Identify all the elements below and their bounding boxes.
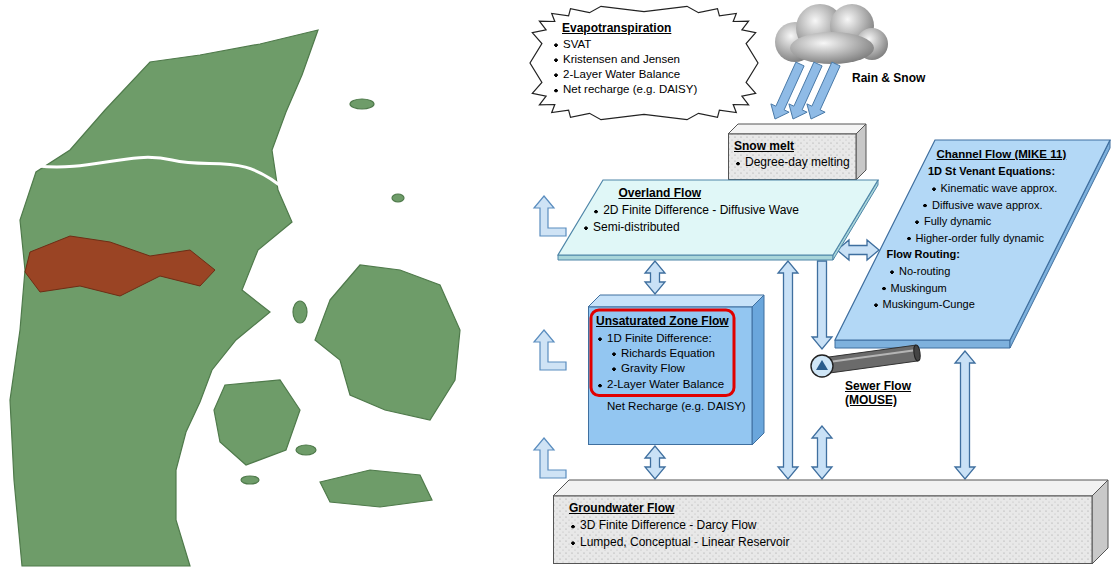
box-front-face xyxy=(729,134,857,180)
flow-arrow xyxy=(645,261,665,294)
flow-arrow xyxy=(645,446,665,479)
bullet-item: 1D Finite Difference: xyxy=(596,332,712,345)
box-top-face xyxy=(588,295,764,307)
node-heading: Groundwater Flow xyxy=(569,502,674,516)
node-heading: Sewer Flow (MOUSE) xyxy=(845,380,925,408)
bullet-item: No-routing xyxy=(888,265,950,278)
island xyxy=(296,445,316,455)
lolland-falster xyxy=(320,470,432,507)
unsaturated-zone-box: Unsaturated Zone Flow 1D Finite Differenc… xyxy=(588,295,764,445)
bullet-item: Net recharge (e.g. DAISY) xyxy=(552,83,697,96)
bullet-item: 2D Finite Difference - Diffusive Wave xyxy=(592,204,799,218)
channel-flow-plate: Channel Flow (MIKE 11) 1D St Venant Equat… xyxy=(835,140,1110,350)
pump-arrow xyxy=(816,360,828,370)
island xyxy=(392,194,404,202)
pump-symbol xyxy=(811,355,833,377)
funen xyxy=(214,380,300,465)
sewer-pipe: Sewer Flow (MOUSE) xyxy=(805,350,930,425)
et-arrow xyxy=(534,438,566,478)
flow-arrow xyxy=(955,351,975,479)
node-heading: Evapotranspiration xyxy=(562,22,671,36)
node-heading: Snow melt xyxy=(734,140,794,154)
bullet-item: Semi-distributed xyxy=(582,221,680,235)
node-heading: Channel Flow (MIKE 11) xyxy=(937,148,1067,161)
box-side-face xyxy=(1092,480,1108,564)
snow-melt-box: Snow meltDegree-day melting xyxy=(728,124,866,180)
plate-edge xyxy=(558,255,833,260)
overland-flow-plate: Overland Flow 2D Finite Difference - Diff… xyxy=(558,180,878,260)
bullet-item: 3D Finite Difference - Darcy Flow xyxy=(569,519,757,533)
plate-edge xyxy=(835,340,1010,348)
bullet-item: Fully dynamic xyxy=(913,215,991,228)
pipe-end xyxy=(913,345,921,362)
bullet-item: Diffusive wave approx. xyxy=(921,199,1042,212)
label-holder: Rain & Snow xyxy=(852,72,925,86)
groundwater-slab: Groundwater Flow 3D Finite Difference - D… xyxy=(553,480,1108,564)
jutland xyxy=(10,30,318,566)
plate-face xyxy=(558,180,878,255)
et-arrow xyxy=(534,196,566,236)
bullet-item: Lumped, Conceptual - Linear Reservoir xyxy=(569,536,789,550)
box-side-face xyxy=(752,295,764,445)
bullet-item: SVAT xyxy=(552,38,591,51)
plate-face xyxy=(835,140,1110,340)
node-text: Flow Routing: xyxy=(887,248,960,261)
bullet-item: 2-Layer Water Balance xyxy=(552,68,680,81)
box-front-face xyxy=(589,307,753,445)
flow-arrow xyxy=(778,261,798,479)
bullet-item: Kinematic wave approx. xyxy=(930,182,1058,195)
box-top-face xyxy=(728,124,866,134)
box-side-face xyxy=(856,124,866,180)
flow-arrow xyxy=(812,261,832,349)
rain-arrow xyxy=(807,62,840,119)
rain-arrows xyxy=(771,62,840,119)
et-arrows xyxy=(534,196,566,478)
pipe xyxy=(821,345,918,374)
et-arrow xyxy=(534,330,566,370)
node-text: Net Recharge (e.g. DAISY) xyxy=(607,400,746,413)
evapotranspiration-cloud: EvapotranspirationSVAT Kristensen and Jen… xyxy=(528,4,760,122)
rain-cloud xyxy=(775,4,888,64)
bullet-item: Muskingum-Cunge xyxy=(872,298,975,311)
bullet-item: Kristensen and Jensen xyxy=(552,53,680,66)
node-heading: Overland Flow xyxy=(618,187,701,201)
bullet-item: Higher-order fully dynamic xyxy=(905,232,1044,245)
bullet-item: Muskingum xyxy=(880,282,947,295)
bullet-item: Degree-day melting xyxy=(734,156,850,170)
bullet-item: 2-Layer Water Balance xyxy=(596,378,724,391)
bullet-item: Gravity Flow xyxy=(610,362,685,375)
node-text: 1D St Venant Equations: xyxy=(928,165,1055,178)
land xyxy=(10,30,460,566)
flow-arrow xyxy=(812,426,832,479)
rain-label: Rain & Snow xyxy=(852,72,925,86)
cloud-outline xyxy=(530,6,758,119)
limfjord xyxy=(38,157,288,192)
zealand xyxy=(315,265,460,420)
node-heading: Unsaturated Zone Flow xyxy=(596,315,729,329)
catchment-area xyxy=(25,236,215,296)
island xyxy=(293,301,307,323)
island xyxy=(350,99,374,109)
pipe-highlight xyxy=(822,350,917,363)
denmark-map xyxy=(0,0,480,567)
box-front-face xyxy=(554,496,1093,564)
box-top-face xyxy=(553,480,1108,496)
bullet-item: Richards Equation xyxy=(610,347,715,360)
island xyxy=(241,476,259,484)
highlight-frame xyxy=(591,310,734,396)
